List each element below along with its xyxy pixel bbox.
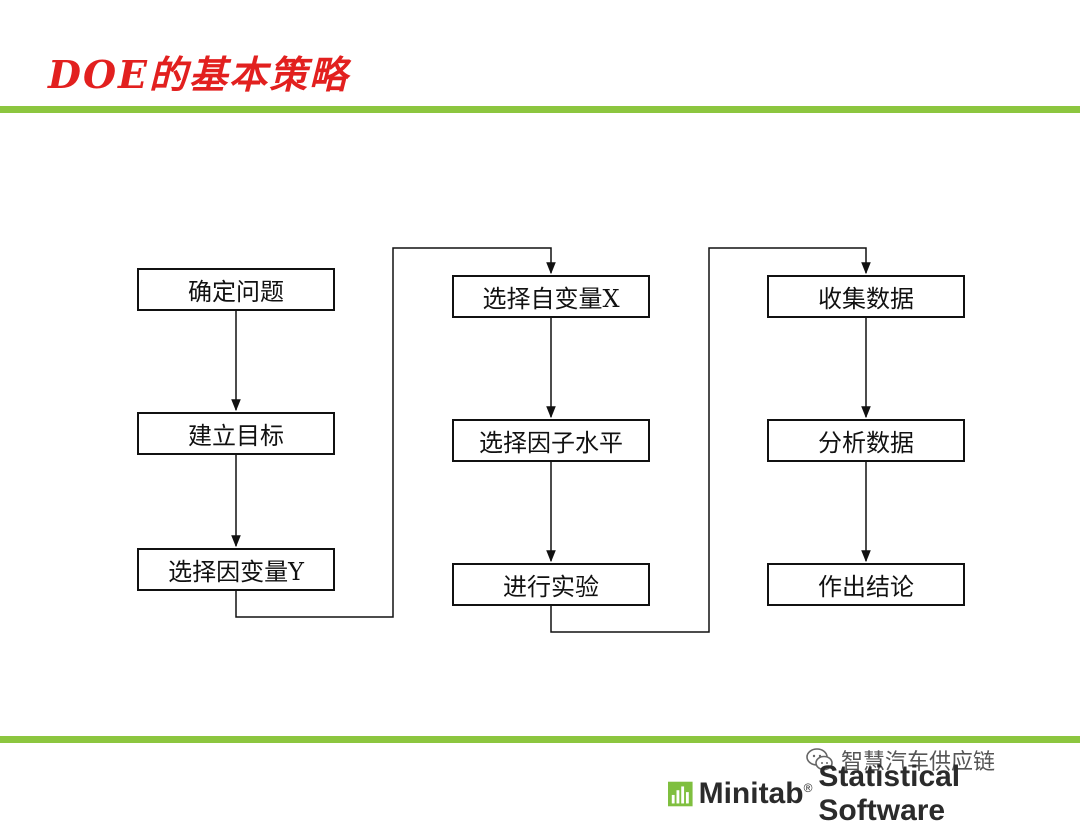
footer-divider	[0, 736, 1080, 743]
wechat-icon	[806, 748, 833, 771]
logo-tagline: Statistical Software	[818, 760, 961, 827]
watermark-text: 智慧汽车供应链	[841, 750, 996, 775]
step-label: 作出结论	[818, 573, 914, 601]
arrow-6-7	[550, 247, 871, 633]
step-box-collect-data: 收集数据	[767, 275, 965, 318]
step-box-define-problem: 确定问题	[137, 268, 335, 311]
title-latin: DOE	[48, 52, 150, 97]
header-divider	[0, 106, 1080, 113]
step-label: 建立目标	[188, 422, 284, 450]
step-box-draw-conclusion: 作出结论	[767, 563, 965, 606]
step-label: 选择因变量Y	[168, 558, 304, 586]
step-box-analyze-data: 分析数据	[767, 419, 965, 462]
flow-connectors	[231, 247, 871, 633]
minitab-logo: Minitab® Statistical Software	[668, 760, 1080, 828]
step-box-run-experiment: 进行实验	[452, 563, 650, 606]
page-title: DOE的基本策略	[48, 44, 349, 99]
logo-registered: ®	[803, 781, 813, 795]
watermark: 智慧汽车供应链	[805, 744, 995, 776]
minitab-bars-icon	[668, 781, 693, 807]
step-label: 收集数据	[818, 285, 914, 313]
step-box-choose-response-y: 选择因变量Y	[137, 548, 335, 591]
title-cjk: 的基本策略	[149, 52, 350, 97]
arrow-3-4	[235, 247, 556, 618]
step-label: 进行实验	[503, 573, 599, 601]
step-label: 选择自变量X	[482, 285, 620, 313]
step-box-choose-factors-x: 选择自变量X	[452, 275, 650, 318]
step-box-choose-levels: 选择因子水平	[452, 419, 650, 462]
step-label: 确定问题	[188, 278, 284, 306]
step-label: 选择因子水平	[479, 429, 623, 457]
step-box-set-goal: 建立目标	[137, 412, 335, 455]
logo-brand: Minitab	[698, 777, 804, 810]
step-label: 分析数据	[818, 429, 914, 457]
